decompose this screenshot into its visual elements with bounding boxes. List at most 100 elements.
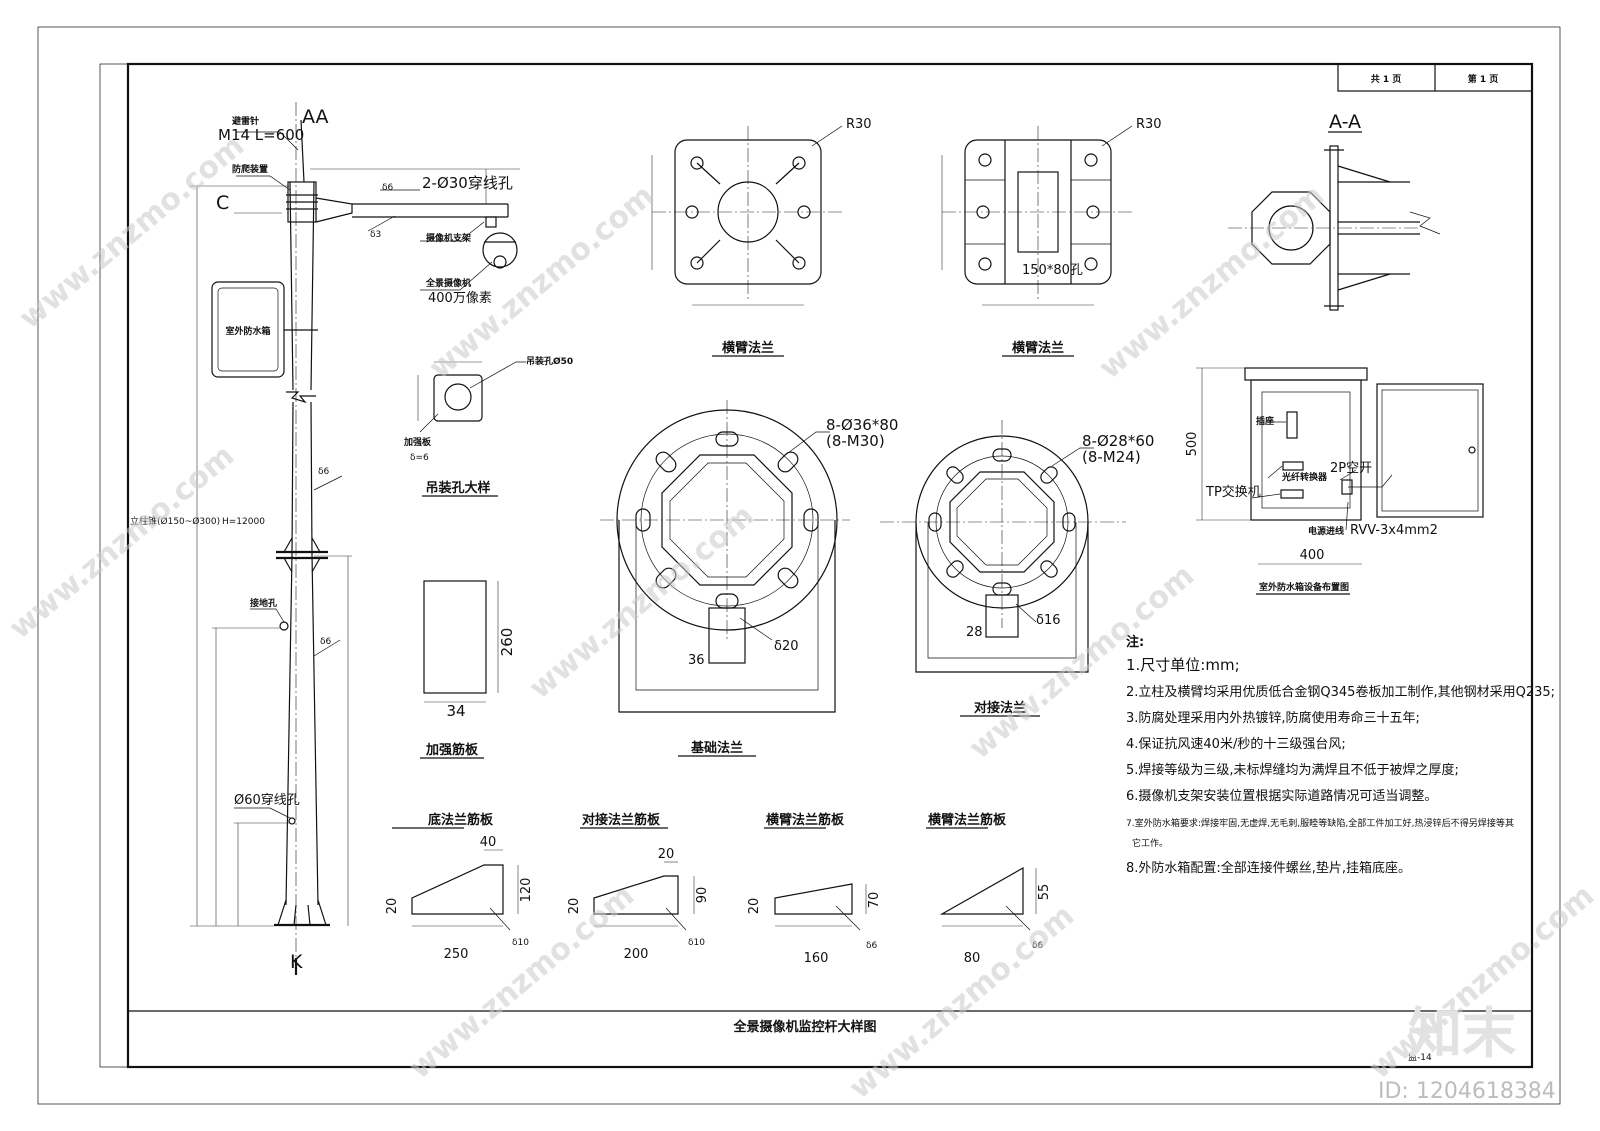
mid-thickness: δ6 (318, 467, 330, 477)
camera-resolution: 400万像素 (428, 291, 492, 306)
sheet-title: 全景摄像机监控杆大样图 (732, 1019, 876, 1035)
hoist-detail-title: 吊装孔大样 (425, 480, 490, 496)
stiffener-title: 加强筋板 (425, 742, 479, 758)
section-mark-c: C (216, 192, 229, 214)
hoist-hole-label: 吊装孔Ø50 (526, 355, 573, 367)
note-6: 6.摄像机支架安装位置根据实际道路情况可适当调整。 (1126, 788, 1437, 804)
arm-flange-1: R30 横臂法兰 (651, 117, 872, 357)
arm-flange-2: R30 150*80孔 横臂法兰 (941, 117, 1162, 357)
stiffener-plate: 260 34 加强筋板 (420, 580, 516, 759)
rib-plate-2: 对接法兰筋板 20 90 20 200 δ10 (567, 812, 710, 962)
rib-1-side: 20 (385, 898, 400, 915)
rib-1-top: 40 (480, 835, 497, 850)
pole-height: H=12000 (222, 517, 265, 527)
note-7-cont: 它工作。 (1132, 837, 1168, 849)
base-flange-holes: 8-Ø36*80 (826, 416, 898, 434)
arm-flange-1-title: 横臂法兰 (722, 340, 774, 356)
rib-plate-1: 底法兰筋板 40 120 20 250 δ10 (385, 812, 534, 962)
box-switch: TP交换机 (1205, 484, 1261, 500)
watermark-layer: www.znzmo.com www.znzmo.com www.znzmo.co… (3, 128, 1600, 1106)
rib-4-height: 55 (1037, 884, 1052, 901)
stiffener-width: 34 (446, 702, 465, 720)
rib-plate-3: 横臂法兰筋板 70 20 160 δ6 (747, 812, 882, 966)
watermark-site-7: www.znzmo.com (403, 878, 641, 1086)
watermark-site-8: www.znzmo.com (843, 898, 1081, 1106)
page-number: 第 1 页 (1468, 73, 1499, 85)
watermark-site-3: www.znzmo.com (1093, 178, 1331, 386)
rib-3-side: 20 (747, 898, 762, 915)
low-thickness: δ6 (320, 637, 332, 647)
watermark-site-4: www.znzmo.com (3, 438, 241, 646)
top-thickness: δ6 (382, 183, 394, 193)
lightning-rod-spec: M14 L=600 (218, 126, 304, 144)
rib-4-title: 横臂法兰筋板 (928, 812, 1007, 828)
rib-4-base: 80 (964, 951, 981, 966)
notes-title: 注: (1126, 634, 1144, 650)
section-mark-aa: AA (302, 106, 329, 128)
note-2: 2.立柱及横臂均采用优质低合金钢Q345卷板加工制作,其他钢材采用Q235; (1126, 684, 1555, 700)
note-4: 4.保证抗风速40米/秒的十三级强台风; (1126, 736, 1346, 752)
base-flange: 8-Ø36*80 (8-M30) δ20 36 基础法兰 (600, 400, 898, 757)
rib-3-thickness: δ6 (866, 941, 878, 951)
box-height: 500 (1185, 432, 1200, 457)
joint-flange-bolts: (8-M24) (1082, 448, 1141, 466)
base-flange-dim: 36 (688, 653, 705, 668)
rib-2-thickness: δ10 (688, 938, 705, 948)
box-cable: RVV-3x4mm2 (1350, 523, 1438, 538)
box-label: 室外防水箱 (225, 325, 270, 337)
note-8: 8.外防水箱配置:全部连接件螺丝,垫片,挂箱底座。 (1126, 860, 1411, 876)
rib-3-base: 160 (804, 951, 829, 966)
base-flange-title: 基础法兰 (690, 740, 743, 756)
ground-hole-label: 接地孔 (250, 597, 277, 609)
pole-elevation: AA C K 避雷针 M14 L=600 防爬装置 δ6 2-Ø30穿线孔 δ3… (130, 102, 520, 975)
joint-flange-holes: 8-Ø28*60 (1082, 432, 1154, 450)
rib-2-title: 对接法兰筋板 (582, 812, 661, 828)
lightning-rod-label: 避雷针 (232, 115, 259, 127)
arm-holes-label: 2-Ø30穿线孔 (422, 174, 513, 192)
stiffener-height: 260 (498, 628, 516, 657)
rib-2-base: 200 (624, 947, 649, 962)
joint-flange-title: 对接法兰 (974, 700, 1026, 716)
arm-flange-2-title: 横臂法兰 (1012, 340, 1064, 356)
rib-2-top: 20 (658, 847, 675, 862)
box-width: 400 (1300, 548, 1325, 563)
watermark-site-1: www.znzmo.com (13, 128, 251, 336)
rib-plate-4: 横臂法兰筋板 55 80 δ6 (926, 812, 1052, 966)
rib-4-thickness: δ6 (1032, 941, 1044, 951)
box-socket: 插座 (1256, 415, 1274, 427)
waterproof-box-layout: 500 400 插座 光纤转换器 TP交换机 2P空开 电源进线 RVV-3x4… (1185, 367, 1484, 595)
rib-1-height: 120 (519, 878, 534, 903)
section-mark-k: K (290, 951, 303, 973)
hoist-thickness: δ=6 (410, 453, 429, 463)
box-layout-title: 室外防水箱设备布置图 (1259, 581, 1349, 593)
total-pages: 共 1 页 (1371, 73, 1402, 85)
wire-hole-label: Ø60穿线孔 (234, 792, 300, 808)
base-flange-rib: δ20 (774, 639, 799, 654)
note-5: 5.焊接等级为三级,未标焊缝均为满焊且不低于被焊之厚度; (1126, 762, 1459, 778)
notes-block: 注: 1.尺寸单位:mm; 2.立柱及横臂均采用优质低合金钢Q345卷板加工制作… (1126, 634, 1555, 876)
sheet-frame (37, 26, 1561, 1105)
base-flange-bolts: (8-M30) (826, 432, 885, 450)
arm-flange-1-radius: R30 (846, 117, 872, 132)
arm-flange-2-radius: R30 (1136, 117, 1162, 132)
pole-spec: 立柱锥(Ø150~Ø300) (130, 515, 220, 527)
joint-flange-rib: δ16 (1036, 613, 1061, 628)
joint-flange-dim: 28 (966, 625, 983, 640)
image-id: ID: 1204618384 (1378, 1079, 1556, 1104)
rib-3-title: 横臂法兰筋板 (766, 812, 845, 828)
joint-flange: 8-Ø28*60 (8-M24) δ16 28 对接法兰 (880, 420, 1154, 717)
hoist-plate-label: 加强板 (403, 436, 432, 448)
section-aa: A-A (1228, 111, 1441, 311)
rib-2-height: 90 (695, 887, 710, 904)
note-7: 7.室外防水箱要求:焊接牢固,无虚焊,无毛刺,服睦等缺陷,全部工件加工好,热浸锌… (1126, 817, 1514, 829)
page-counter: 共 1 页 第 1 页 (1337, 63, 1533, 92)
rib-1-thickness: δ10 (512, 938, 529, 948)
rib-2-side: 20 (567, 898, 582, 915)
camera-bracket-label: 摄像机支架 (426, 232, 471, 244)
section-aa-title: A-A (1329, 111, 1361, 133)
box-cable-tag: 电源进线 (1308, 525, 1344, 537)
rib-1-base: 250 (444, 947, 469, 962)
camera-name: 全景摄像机 (425, 277, 471, 289)
drawing-number: 监-14 (1408, 1051, 1432, 1063)
